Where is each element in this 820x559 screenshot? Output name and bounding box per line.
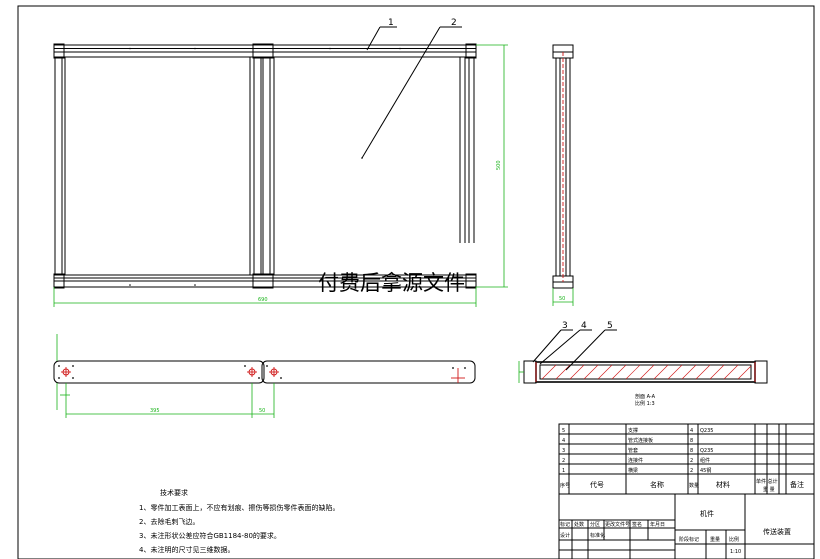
- bom-row-mat: 组件: [700, 457, 710, 464]
- bom-row-qty: 8: [690, 448, 693, 454]
- section-caption-1: 剖面 A-A: [635, 393, 656, 400]
- sign-label-standard: 标准化: [590, 532, 605, 539]
- bom-header-qty: 数量: [689, 482, 699, 489]
- left-post: [54, 56, 66, 276]
- rev-label: 年月日: [650, 521, 665, 528]
- rev-label: 签名: [632, 521, 642, 528]
- rev-label: 处数: [574, 521, 584, 528]
- tech-notes-title: 技术要求: [160, 488, 188, 497]
- plan-view: 395 50: [53, 334, 476, 418]
- dim-bar-length: 395: [150, 408, 160, 414]
- tech-note-3: 3、未注形状公差应符合GB1184-80的要求。: [139, 531, 281, 540]
- bom-header-code: 代号: [590, 480, 604, 489]
- side-view: 50: [552, 44, 574, 306]
- bom-row-name: 连接件: [628, 457, 643, 464]
- part-name: 机件: [700, 509, 714, 518]
- balloon-4: 4: [581, 321, 587, 331]
- stage-label: 阶段标记: [679, 536, 699, 543]
- bom-row-name: 支撑: [628, 427, 638, 434]
- balloon-1: 1: [388, 18, 394, 28]
- bom-header-material: 材料: [716, 480, 730, 489]
- bom-row-mat: 45钢: [700, 467, 711, 474]
- bom-row-mat: Q235: [700, 448, 713, 454]
- section-caption-2: 比例 1:3: [635, 400, 655, 407]
- bom-row-qty: 2: [690, 458, 693, 464]
- dim-front-width: 690: [258, 297, 268, 303]
- bom-row-qty: 8: [690, 438, 693, 444]
- bom-row-no: 3: [562, 448, 565, 454]
- tech-note-1: 1、零件加工表面上，不应有划痕、擦伤等损伤零件表面的缺陷。: [139, 503, 339, 512]
- tech-note-2: 2、去除毛刺飞边。: [139, 517, 199, 526]
- dim-front-height: 500: [496, 160, 502, 170]
- balloon-2: 2: [451, 18, 457, 28]
- tech-note-4: 4、未注明的尺寸见三维数据。: [139, 545, 234, 554]
- bar-left: [53, 360, 265, 384]
- bom-header-weight-sub: 重 量: [763, 486, 775, 493]
- section-view: 3 4 5 剖面 A-A 比例 1:3: [518, 321, 768, 407]
- bom-header-name: 名称: [650, 480, 664, 489]
- bom-row-qty: 2: [690, 468, 693, 474]
- bom-header-remark: 备注: [790, 480, 804, 489]
- bom-row-no: 2: [562, 458, 565, 464]
- bom-row-no: 5: [562, 428, 565, 434]
- bom-row-no: 1: [562, 468, 565, 474]
- bom-header-weight: 单件 总计: [756, 478, 778, 485]
- sign-label-design: 设计: [560, 532, 570, 539]
- technical-notes: 技术要求 1、零件加工表面上，不应有划痕、擦伤等损伤零件表面的缺陷。 2、去除毛…: [139, 488, 339, 554]
- dim-side-width: 50: [559, 296, 565, 302]
- assembly-name: 传送装置: [763, 527, 791, 536]
- balloon-3: 3: [562, 321, 568, 331]
- bar-right: [261, 360, 476, 384]
- center-post-left: [249, 56, 262, 276]
- rev-label: 更改文件号: [605, 521, 630, 528]
- scale-value: 1:10: [730, 549, 741, 555]
- bom-table: 5 支撑 4 Q235 4 管式连接板 8 3 管套 8 Q235 2 连接件 …: [558, 423, 815, 495]
- drawing-border: [17, 5, 815, 559]
- rev-label: 标记: [560, 521, 570, 528]
- balloon-5: 5: [607, 321, 613, 331]
- title-block: 标记 处数 分区 更改文件号 签名 年月日 设计 标准化 机件 传送装置 阶段标…: [558, 493, 815, 559]
- center-post-right: [262, 56, 275, 276]
- stage-label: 重量: [710, 536, 720, 543]
- bom-row-mat: Q235: [700, 428, 713, 434]
- stage-label: 比例: [729, 536, 739, 543]
- bom-header-seq: 序号: [560, 482, 570, 489]
- rev-label: 分区: [590, 521, 600, 528]
- watermark-text: 付费后拿源文件: [318, 271, 465, 295]
- bom-row-no: 4: [562, 438, 565, 444]
- front-view: 1 2 500 690: [53, 18, 508, 307]
- bom-row-name: 管式连接板: [628, 437, 653, 444]
- dim-bar-offset: 50: [259, 408, 265, 414]
- bom-row-name: 横梁: [628, 467, 638, 474]
- bom-row-qty: 4: [690, 428, 693, 434]
- bom-row-name: 管套: [628, 447, 638, 454]
